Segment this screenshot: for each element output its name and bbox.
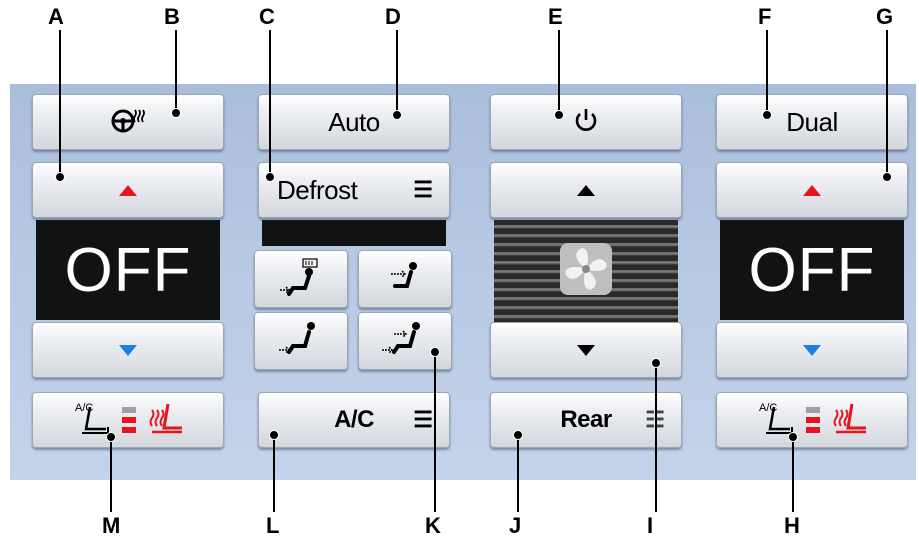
leader-line-l	[273, 434, 275, 512]
callout-i: I	[647, 513, 654, 538]
fan-speed-up-button[interactable]	[490, 162, 682, 218]
callout-m: M	[102, 513, 121, 538]
right-seat-climate-button[interactable]: A/C	[716, 392, 908, 448]
callout-k: K	[425, 513, 441, 538]
left-temp-display: OFF	[36, 220, 220, 320]
left-temp-down-button[interactable]	[32, 322, 224, 378]
callout-b: B	[164, 4, 180, 29]
mode-floor-button[interactable]	[254, 312, 348, 370]
callout-d: D	[385, 4, 401, 29]
panel-vent-icon	[381, 256, 429, 303]
down-arrow-icon	[119, 344, 137, 356]
heated-seat-icon	[830, 400, 868, 441]
leader-dot-c	[265, 172, 275, 182]
heated-seat-icon	[146, 400, 184, 441]
defrost-label: Defrost	[277, 174, 358, 205]
dual-button[interactable]: Dual	[716, 94, 908, 150]
leader-dot-m	[106, 432, 116, 442]
ac-label: A/C	[334, 406, 374, 433]
leader-dot-g	[882, 172, 892, 182]
fan-speed-down-button[interactable]	[490, 322, 682, 378]
mode-header-bar	[262, 220, 446, 246]
callout-c: C	[259, 4, 275, 29]
up-arrow-icon	[119, 184, 137, 196]
left-temp-up-button[interactable]	[32, 162, 224, 218]
leader-line-c	[269, 30, 271, 176]
down-arrow-icon	[803, 344, 821, 356]
heated-steering-wheel-icon	[111, 107, 145, 138]
dual-label: Dual	[786, 106, 838, 137]
auto-button[interactable]: Auto	[258, 94, 450, 150]
callout-j: J	[509, 513, 522, 538]
leader-dot-l	[269, 430, 279, 440]
leader-dot-e	[554, 110, 564, 120]
leader-line-g	[886, 30, 888, 176]
rear-label: Rear	[560, 406, 612, 433]
list-icon: ☰	[413, 407, 433, 432]
power-icon	[573, 107, 599, 138]
right-temp-display: OFF	[720, 220, 904, 320]
leader-dot-k	[430, 347, 440, 357]
leader-line-k	[434, 352, 436, 512]
leader-dot-i	[651, 358, 661, 368]
leader-dot-d	[392, 110, 402, 120]
floor-vent-icon	[277, 318, 325, 365]
leader-dot-a	[55, 172, 65, 182]
leader-line-m	[110, 436, 112, 512]
callout-e: E	[548, 4, 563, 29]
ac-button[interactable]: A/C ☰	[258, 392, 450, 448]
leader-line-j	[517, 434, 519, 512]
callout-a: A	[48, 4, 64, 29]
right-temp-down-button[interactable]	[716, 322, 908, 378]
callout-g: G	[876, 4, 894, 29]
floor-defrost-icon	[277, 256, 325, 303]
leader-line-e	[558, 30, 560, 112]
heated-steering-wheel-button[interactable]	[32, 94, 224, 150]
fan-speed-display	[494, 220, 678, 322]
leader-line-i	[655, 364, 657, 512]
up-arrow-icon	[577, 184, 595, 196]
leader-dot-j	[513, 430, 523, 440]
seat-level-indicator	[122, 407, 136, 433]
down-arrow-icon	[577, 344, 595, 356]
defrost-button[interactable]: Defrost ☰	[258, 162, 450, 218]
mode-floor-defrost-button[interactable]	[254, 250, 348, 308]
leader-dot-b	[171, 108, 181, 118]
right-temp-up-button[interactable]	[716, 162, 908, 218]
list-icon: ☰	[413, 177, 433, 202]
leader-dot-h	[788, 432, 798, 442]
panel-floor-vent-icon	[380, 318, 430, 365]
leader-line-h	[792, 436, 794, 512]
callout-l: L	[266, 513, 280, 538]
leader-line-a	[59, 30, 61, 176]
leader-line-d	[396, 30, 398, 112]
fan-icon	[558, 241, 614, 302]
leader-line-f	[766, 30, 768, 112]
up-arrow-icon	[803, 184, 821, 196]
power-button[interactable]	[490, 94, 682, 150]
mode-panel-floor-button[interactable]	[358, 312, 452, 370]
auto-label: Auto	[328, 106, 380, 137]
rear-button[interactable]: Rear ☷	[490, 392, 682, 448]
left-seat-climate-button[interactable]: A/C	[32, 392, 224, 448]
leader-line-b	[175, 30, 177, 110]
mode-panel-button[interactable]	[358, 250, 452, 308]
seat-level-indicator	[806, 407, 820, 433]
callout-h: H	[784, 513, 800, 538]
callout-f: F	[758, 4, 772, 29]
leader-dot-f	[762, 110, 772, 120]
